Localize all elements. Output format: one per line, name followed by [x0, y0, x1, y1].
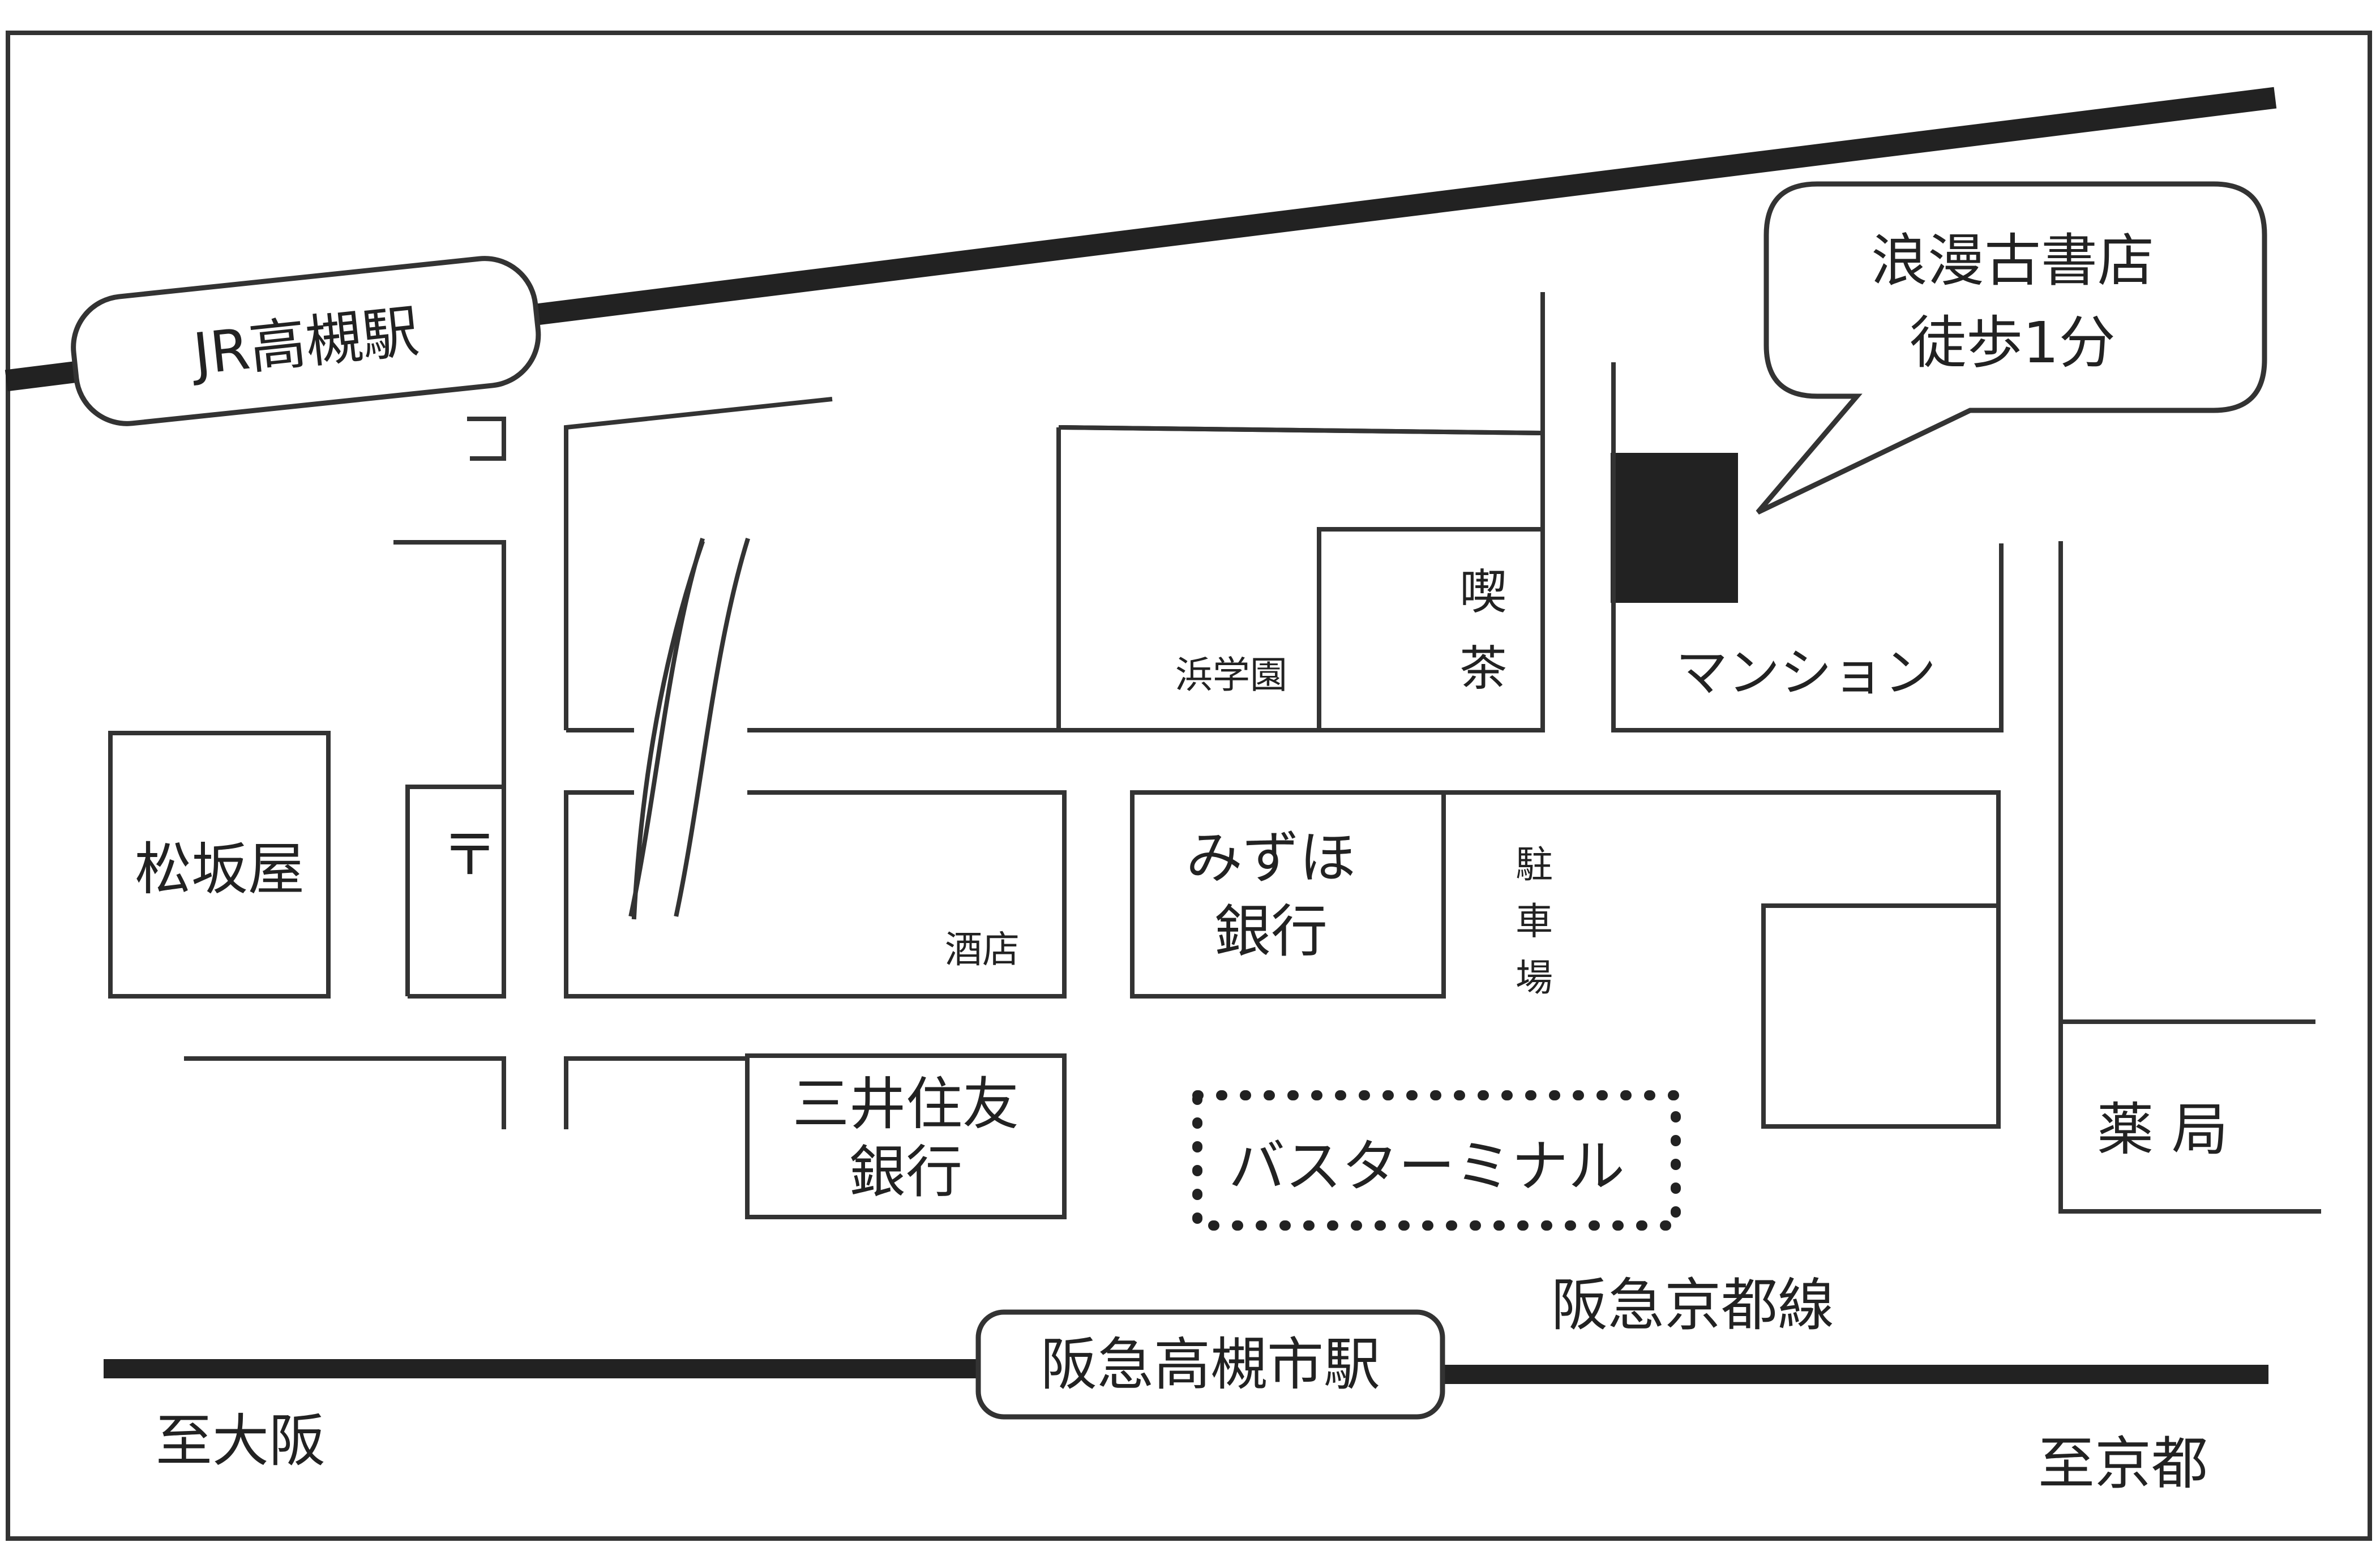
shop-name: 浪漫古書店: [1871, 228, 2154, 294]
block-upper-center-left: [564, 397, 833, 730]
curved-road-a: [628, 538, 705, 917]
block-parking: [1444, 790, 2001, 1129]
direction-kyoto: 至京都: [2038, 1430, 2208, 1497]
shop-callout-bubble: [1756, 181, 2267, 515]
kissa-label-2: 茶: [1459, 641, 1507, 696]
curved-road-b: [674, 538, 750, 917]
hankyu-station-label: 阪急高槻市駅: [1041, 1331, 1380, 1398]
post-office-symbol: 〒: [442, 822, 498, 888]
block-matsuzakaya: [108, 731, 331, 999]
mizuho-label-1: みずほ: [1186, 825, 1356, 891]
kissa-label-1: 喫: [1459, 564, 1507, 620]
shop-marker: [1611, 453, 1738, 603]
block-post-office: [405, 785, 504, 996]
smbc-label-1: 三井住友: [793, 1071, 1019, 1137]
parking-label-3: 場: [1516, 956, 1553, 1000]
block-liquor: [564, 790, 1067, 999]
pharmacy-label: 薬 局: [2097, 1096, 2228, 1163]
block-smbc: [745, 1053, 1067, 1219]
curved-road-left: [631, 540, 705, 920]
liquor-label: 酒店: [945, 928, 1020, 971]
hankyu-station-box: [975, 1309, 1445, 1420]
block-left-upper: [393, 540, 506, 999]
parking-label-2: 車: [1516, 899, 1553, 943]
parking-label-1: 駐: [1516, 843, 1553, 886]
hamagakuen-label: 浜学園: [1175, 653, 1287, 697]
block-mansion: [1611, 362, 2004, 732]
direction-osaka: 至大阪: [156, 1408, 326, 1474]
block-kissa: [1317, 527, 1543, 730]
shop-walk-time: 徒歩1分: [1910, 310, 2116, 376]
block-lower-center-left: [564, 1056, 747, 1129]
matsuzakaya-label: 松坂屋: [135, 836, 305, 902]
bus-terminal-area: [1192, 1090, 1681, 1231]
block-top-left-corner: [467, 417, 506, 461]
block-hamagakuen-top: [1058, 425, 1540, 435]
mizuho-label-2: 銀行: [1214, 898, 1328, 965]
mansion-label: マンション: [1676, 642, 1936, 703]
curved-road-left-2: [634, 543, 702, 917]
bus-terminal-label: バスターミナル: [1228, 1133, 1625, 1199]
map-frame: [6, 31, 2372, 1541]
smbc-label-2: 銀行: [849, 1139, 962, 1205]
block-left-lower: [184, 1056, 506, 1129]
hankyu-line-label: 阪急京都線: [1551, 1272, 1834, 1338]
jr-station-box: [71, 256, 541, 426]
block-mizuho: [1130, 790, 1446, 999]
